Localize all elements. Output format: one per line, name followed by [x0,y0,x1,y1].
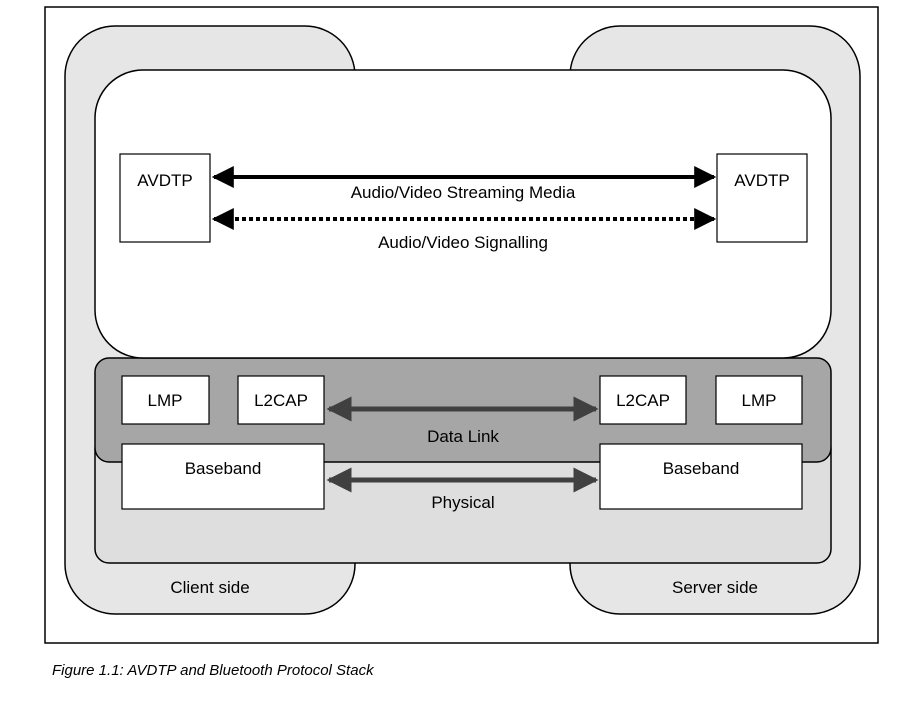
figure-caption: Figure 1.1: AVDTP and Bluetooth Protocol… [52,662,374,679]
client-lmp-label: LMP [148,391,183,410]
server-baseband-box [599,443,803,510]
data-link-label: Data Link [427,427,499,446]
signalling-label: Audio/Video Signalling [378,233,548,252]
client-avdtp-box [119,153,211,243]
client-side-label: Client side [170,578,249,597]
server-baseband-label: Baseband [663,459,740,478]
physical-label: Physical [431,493,494,512]
streaming-label: Audio/Video Streaming Media [351,183,576,202]
server-avdtp-box [716,153,808,243]
client-lmp-box [121,375,210,425]
server-side-label: Server side [672,578,758,597]
server-l2cap-box [599,375,687,425]
server-l2cap-label: L2CAP [616,391,670,410]
client-l2cap-box [237,375,325,425]
client-avdtp-label: AVDTP [137,171,192,190]
server-lmp-box [715,375,803,425]
server-lmp-label: LMP [742,391,777,410]
client-baseband-label: Baseband [185,459,262,478]
server-avdtp-label: AVDTP [734,171,789,190]
client-baseband-box [121,443,325,510]
client-l2cap-label: L2CAP [254,391,308,410]
